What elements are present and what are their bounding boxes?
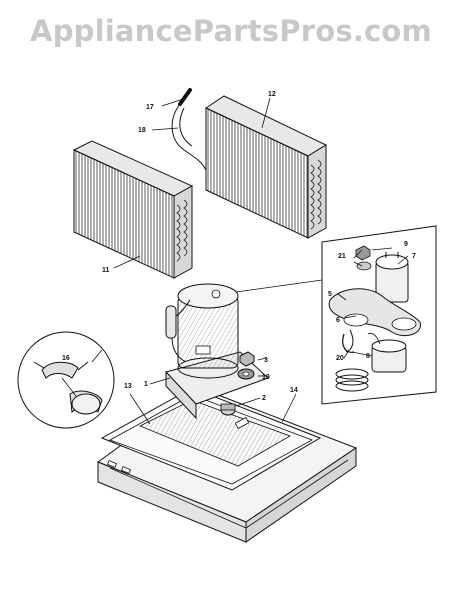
drain-pan: [100, 387, 322, 491]
watermark: AppliancePartsPros.com: [30, 14, 432, 48]
callout-5: 5: [328, 291, 332, 298]
callout-17: 17: [146, 104, 154, 111]
callout-6: 6: [336, 317, 340, 324]
callout-1: 1: [144, 381, 148, 388]
callout-20: 20: [336, 355, 344, 362]
callout-13: 13: [124, 383, 132, 390]
callout-14: 14: [290, 387, 298, 394]
callout-7: 7: [412, 253, 416, 260]
callout-8: 8: [366, 353, 370, 360]
callout-3: 3: [264, 357, 268, 364]
callout-2: 2: [262, 395, 266, 402]
nut-and-grommet: [237, 351, 255, 380]
detail-view-16: [17, 331, 115, 429]
compressor: [165, 283, 239, 379]
callout-9: 9: [404, 241, 408, 248]
callout-18: 18: [138, 127, 146, 134]
callout-21: 21: [338, 253, 346, 260]
callout-16: 16: [62, 355, 70, 362]
leader-lines: [91, 97, 409, 425]
fitting: [220, 403, 236, 416]
callout-11: 11: [102, 267, 110, 274]
evaporator-coil: [72, 140, 194, 279]
callout-12: 12: [268, 91, 276, 98]
thermistor-and-capillary: [171, 88, 207, 171]
callout-19: 19: [262, 374, 270, 381]
electrical-detail-box: [321, 225, 437, 405]
condenser-coil: [204, 95, 328, 239]
